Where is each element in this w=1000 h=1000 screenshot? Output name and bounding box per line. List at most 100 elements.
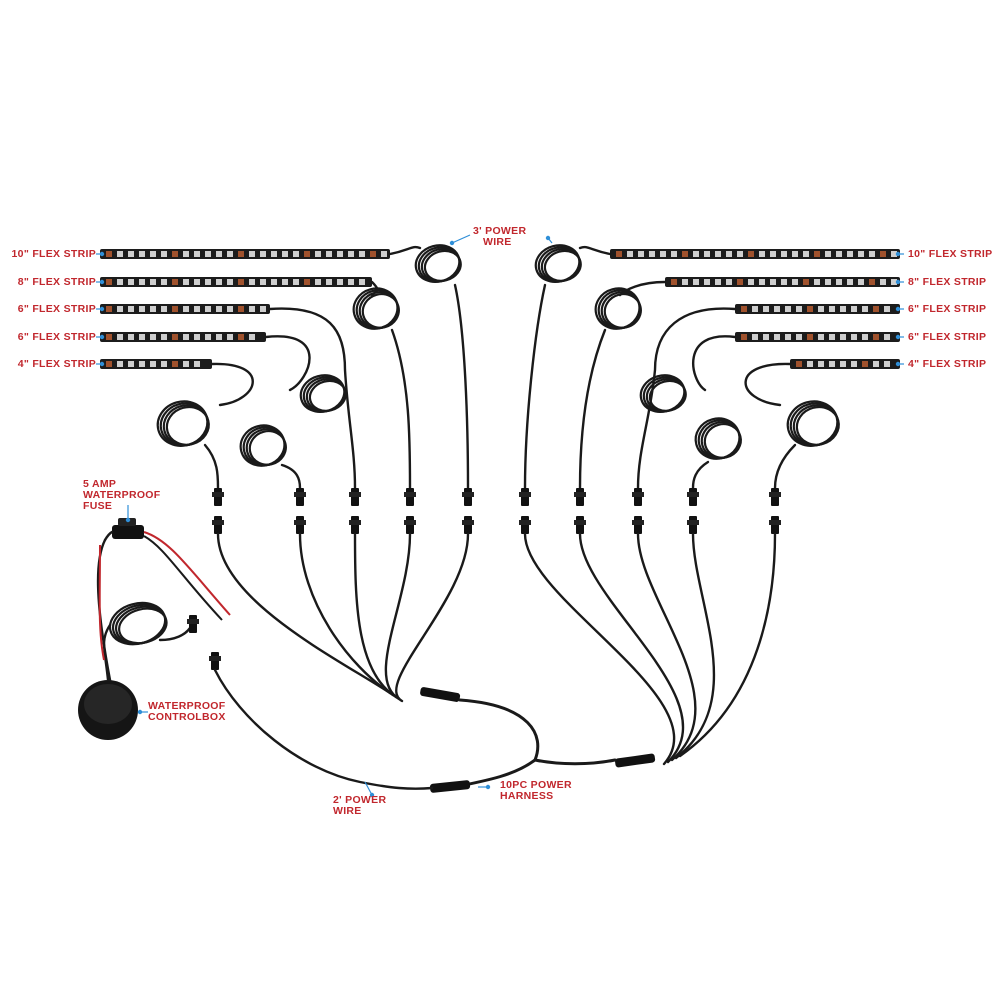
led-chip <box>818 361 824 367</box>
leader-dot <box>895 306 901 312</box>
led-chip <box>796 334 802 340</box>
connector-latch <box>212 520 224 525</box>
red-wire <box>98 544 105 661</box>
led-chip <box>172 334 178 340</box>
led-chip <box>161 334 167 340</box>
two-foot-power-wire <box>213 668 434 790</box>
led-chip <box>818 306 824 312</box>
led-chip <box>873 306 879 312</box>
led-chip <box>693 279 699 285</box>
leader-dot <box>895 279 901 285</box>
led-chip <box>796 306 802 312</box>
harness-lead <box>674 532 716 760</box>
cable <box>578 328 607 490</box>
led-chip <box>770 279 776 285</box>
leader-dot <box>369 792 375 798</box>
led-chip <box>785 334 791 340</box>
led-chip <box>715 279 721 285</box>
led-chip <box>370 251 376 257</box>
led-chip <box>117 251 123 257</box>
led-chip <box>752 334 758 340</box>
harness-lead <box>578 532 685 764</box>
led-chip <box>106 361 112 367</box>
leader-dot <box>99 306 105 312</box>
led-chip <box>293 251 299 257</box>
led-chip <box>260 251 266 257</box>
connector-latch <box>769 492 781 497</box>
cable <box>203 443 220 490</box>
leader-dot <box>99 334 105 340</box>
left-strip-label-3: 6" FLEX STRIP <box>17 303 96 315</box>
led-chip <box>128 279 134 285</box>
led-chip <box>774 306 780 312</box>
led-chip <box>858 279 864 285</box>
leader-line <box>451 234 471 244</box>
led-chip <box>671 251 677 257</box>
leader-dot <box>99 279 105 285</box>
harness-splice-left <box>420 687 461 702</box>
fuse-label: 5 AMP WATERPROOF FUSE <box>83 479 160 512</box>
led-chip <box>796 361 802 367</box>
left-strip-label-1: 10" FLEX STRIP <box>11 248 96 260</box>
led-chip <box>106 306 112 312</box>
led-chip <box>763 334 769 340</box>
connector-latch <box>769 520 781 525</box>
led-chip <box>194 334 200 340</box>
led-chip <box>282 251 288 257</box>
led-chip <box>205 306 211 312</box>
led-chip <box>238 334 244 340</box>
led-chip <box>249 279 255 285</box>
led-chip <box>227 251 233 257</box>
leader-dot <box>449 240 455 246</box>
leader-dot <box>895 361 901 367</box>
label-line: 5 AMP <box>83 478 117 490</box>
connector-latch <box>212 492 224 497</box>
led-chip <box>884 306 890 312</box>
connector-latch <box>687 520 699 525</box>
led-chip <box>150 279 156 285</box>
connector-latch <box>574 520 586 525</box>
led-chip <box>216 306 222 312</box>
controlbox-label: WATERPROOF CONTROLBOX <box>148 701 226 723</box>
leader-dot <box>485 784 491 790</box>
led-chip <box>161 306 167 312</box>
led-chip <box>829 306 835 312</box>
led-chip <box>884 361 890 367</box>
label-line: WIRE <box>333 805 362 817</box>
led-chip <box>249 306 255 312</box>
connector-latch <box>574 492 586 497</box>
leader-dot <box>137 709 143 715</box>
connector-latch <box>632 492 644 497</box>
cable-coil <box>648 379 687 412</box>
connector-latch <box>404 492 416 497</box>
led-chip <box>117 361 123 367</box>
cable-coil <box>361 293 400 329</box>
led-chip <box>359 251 365 257</box>
right-strip-label-5: 4" FLEX STRIP <box>908 358 987 370</box>
led-chip <box>840 306 846 312</box>
led-chip <box>139 361 145 367</box>
led-chip <box>139 306 145 312</box>
led-chip <box>682 251 688 257</box>
led-chip <box>106 279 112 285</box>
led-chip <box>315 279 321 285</box>
led-chip <box>238 251 244 257</box>
connector-latch <box>519 492 531 497</box>
cable <box>280 463 302 490</box>
led-chip <box>781 251 787 257</box>
controlbox-lead <box>96 538 112 682</box>
harness-lead <box>395 532 470 703</box>
led-chip <box>807 306 813 312</box>
led-chip <box>840 334 846 340</box>
led-chip <box>304 279 310 285</box>
black-wire-lead <box>143 535 223 621</box>
led-chip <box>737 251 743 257</box>
led-chip <box>770 251 776 257</box>
led-chip <box>326 251 332 257</box>
led-chip <box>238 279 244 285</box>
led-chip <box>803 251 809 257</box>
led-chip <box>194 306 200 312</box>
led-chip <box>216 334 222 340</box>
led-chip <box>117 334 123 340</box>
